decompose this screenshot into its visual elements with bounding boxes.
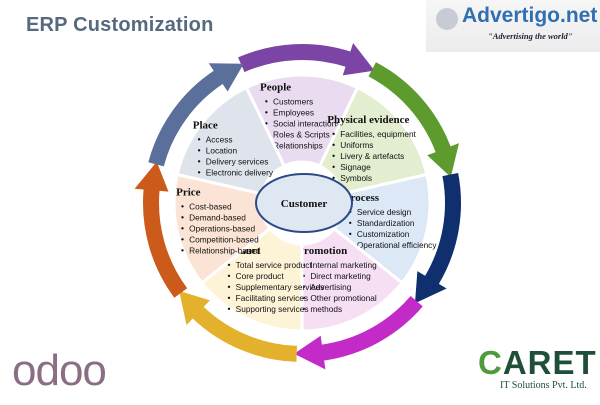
segment-item: Symbols — [340, 173, 372, 183]
advertigo-name: Advertigo.net — [462, 4, 598, 27]
bullet-icon: • — [180, 236, 185, 245]
arrow-physical-evidence — [368, 62, 459, 178]
segment-item: Employees — [273, 108, 314, 118]
segment-item: Facilities, equipment — [340, 129, 416, 139]
segment-item: Relationship-based — [189, 246, 260, 256]
segment-title-physical-evidence: Physical evidence — [327, 114, 409, 126]
bullet-icon: • — [331, 174, 336, 183]
bullet-icon: • — [197, 157, 202, 166]
caret-logo: CARET — [478, 344, 597, 382]
segment-title-place: Place — [193, 119, 218, 131]
segment-item: Operations-based — [189, 224, 255, 234]
segment-item: Advertising — [310, 282, 351, 292]
bullet-icon: • — [301, 305, 306, 314]
bullet-icon: • — [227, 305, 232, 314]
bullet-icon: • — [180, 214, 185, 223]
segment-item: Customization — [357, 229, 410, 239]
segment-promotion — [300, 226, 405, 333]
segment-label-physical-evidence: Physical evidence • Facilities, equipment •… — [327, 114, 416, 183]
bullet-icon: • — [227, 283, 232, 292]
arrow-people — [238, 42, 375, 76]
segment-label-promotion: Promotion • Internal marketing • Direct mark… — [297, 245, 377, 314]
bullet-icon: • — [264, 109, 269, 118]
segment-item: Internal marketing — [310, 260, 377, 270]
odoo-logo: odoo — [12, 346, 107, 395]
bullet-icon: • — [227, 261, 232, 270]
segment-item: Competition-based — [189, 235, 259, 245]
bullet-icon: • — [180, 203, 185, 212]
segment-place — [175, 85, 287, 196]
segment-title-promotion: Promotion — [297, 245, 347, 257]
segment-item: Cost-based — [189, 202, 232, 212]
segment-item: methods — [310, 304, 342, 314]
center-ellipse — [255, 173, 353, 233]
segment-physical-evidence — [317, 85, 429, 196]
bullet-icon: • — [197, 146, 202, 155]
bullet-icon: • — [301, 283, 306, 292]
segment-item: Supplementary services — [236, 282, 325, 292]
caret-logo-c: C — [478, 344, 503, 381]
segment-item: Delivery services — [206, 156, 269, 166]
segment-item: Supporting services — [236, 304, 309, 314]
segment-item: Direct marketing — [310, 271, 371, 281]
arrow-promotion — [294, 296, 423, 370]
segment-item: Standardization — [357, 218, 415, 228]
segment-item: Social interactions — [273, 119, 340, 129]
segment-item: Operational efficiency — [357, 240, 437, 250]
advertigo-watermark: Advertigo.net "Advertising the world" — [426, 0, 600, 52]
arrow-ring — [134, 42, 461, 370]
segment-label-place: Place • Access • Location • Delivery services •… — [193, 119, 274, 177]
page-title: ERP Customization — [26, 14, 214, 36]
bullet-icon: • — [348, 219, 353, 228]
bullet-icon: • — [331, 130, 336, 139]
segment-item: Core product — [236, 271, 285, 281]
bullet-icon: • — [301, 294, 306, 303]
bullet-icon: • — [301, 272, 306, 281]
advertigo-tagline: "Advertising the world" — [488, 31, 573, 41]
bullet-icon: • — [348, 230, 353, 239]
segment-item: Roles & Scripts — [273, 130, 330, 140]
bullet-icon: • — [227, 272, 232, 281]
segment-item: Service design — [357, 207, 412, 217]
segment-label-price: Price • Cost-based • Demand-based • Operations… — [176, 187, 260, 256]
segment-label-product: Product•Total service product•Core produ… — [223, 245, 325, 314]
arrow-place — [148, 63, 244, 167]
segment-item: Livery & artefacts — [340, 151, 404, 161]
bullet-icon: • — [264, 98, 269, 107]
segment-item: Demand-based — [189, 213, 246, 223]
bullet-icon: • — [264, 120, 269, 129]
segment-product — [199, 226, 304, 333]
segment-item: Customers — [273, 97, 313, 107]
segment-item: Other promotional — [310, 293, 377, 303]
center-label: Customer — [281, 198, 328, 210]
bullet-icon: • — [301, 261, 306, 270]
bullet-icon: • — [331, 141, 336, 150]
segment-item: Access — [206, 134, 233, 144]
segment-item: Relationships — [273, 141, 323, 151]
bullet-icon: • — [180, 247, 185, 256]
segment-item: Signage — [340, 162, 371, 172]
segment-title-price: Price — [176, 187, 201, 199]
bullet-icon: • — [331, 152, 336, 161]
segment-title-people: People — [260, 82, 291, 94]
bullet-icon: • — [197, 135, 202, 144]
arrow-product — [179, 290, 298, 362]
bullet-icon: • — [197, 168, 202, 177]
advertigo-logo-icon — [436, 8, 458, 30]
segment-item: Total service product — [236, 260, 313, 270]
arrow-price — [134, 161, 188, 298]
bullet-icon: • — [180, 225, 185, 234]
segment-item: Location — [206, 145, 238, 155]
bullet-icon: • — [227, 294, 232, 303]
segment-item: Electronic delivery — [206, 167, 274, 177]
segment-item: Uniforms — [340, 140, 373, 150]
caret-logo-subtitle: IT Solutions Pvt. Ltd. — [500, 380, 587, 391]
arrow-process — [414, 173, 461, 304]
segment-item: Facilitating services — [236, 293, 308, 303]
caret-logo-word: ARET — [502, 344, 597, 381]
bullet-icon: • — [331, 163, 336, 172]
